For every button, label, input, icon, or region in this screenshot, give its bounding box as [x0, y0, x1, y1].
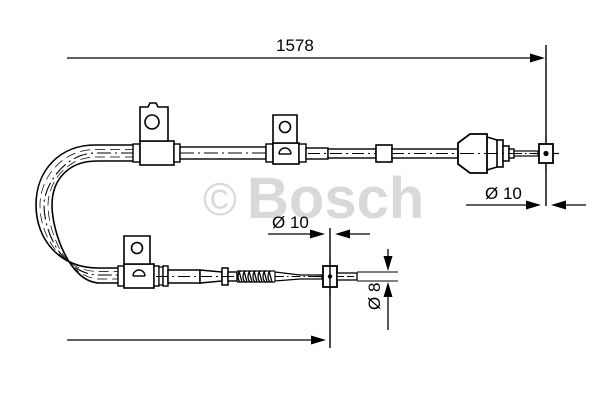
u-bend-centerline [43, 152, 135, 276]
overall-length-label: 1578 [276, 36, 314, 55]
arrowhead-bottom-right [311, 335, 326, 345]
spring-coils-back [237, 270, 272, 283]
u-bend-inner-line-b [47, 156, 135, 280]
bracket-2-saddle [278, 147, 292, 155]
upper-cable-assembly [35, 102, 559, 284]
cable-u-bend [35, 144, 135, 284]
overall-length-dimension [67, 53, 545, 63]
lower-end-diameter-10-label: Ø 10 [272, 213, 309, 232]
mounting-bracket-lower [123, 235, 151, 265]
arrowhead-upper-d10-left [551, 200, 566, 210]
upper-conduit-mid [305, 144, 459, 163]
mounting-bracket-upper-left [139, 102, 169, 142]
ferrule-upper-left-b [173, 143, 181, 163]
bracket-2-hole [278, 120, 292, 134]
lower-end-diameter-10-dimension [268, 229, 370, 239]
arrowhead-right-1578 [530, 53, 545, 63]
rubber-boot [457, 133, 515, 174]
u-bend-outer-bottom [51, 160, 135, 284]
ferrule-upper-left-a [132, 143, 141, 163]
ferrule-upper-left-body [139, 140, 175, 166]
lower-inner-wire [274, 271, 323, 282]
mounting-bracket-upper-right [265, 114, 307, 165]
lower-coupler [153, 265, 238, 287]
lower-end-diameter-8-dimension [357, 249, 398, 330]
bracket-3-hole [130, 241, 144, 255]
arrowhead-lower-d10-left [335, 229, 350, 239]
brand-watermark: Bosch [247, 166, 424, 231]
ferrule-lower-left-a [117, 265, 125, 287]
arrowhead-d8-up [383, 282, 393, 297]
lower-conduit [117, 263, 155, 289]
upper-end-diameter-dimension [466, 200, 586, 210]
bracket-1-hole [144, 114, 160, 130]
bosch-watermark: © Bosch [203, 166, 424, 231]
upper-end-diameter-label: Ø 10 [485, 184, 522, 203]
cable-retaining-clip [375, 144, 393, 163]
u-bend-outer-top [35, 144, 135, 269]
clevis-upper-pin [543, 150, 549, 157]
lower-end-diameter-8-label: Ø 8 [365, 283, 384, 310]
boot-shoulder-bottom [486, 166, 498, 171]
arrowhead-d8-down [383, 256, 393, 271]
arrowhead-lower-d10-right [310, 229, 325, 239]
spring-coils [238, 270, 273, 283]
boot-shoulder-top [486, 136, 498, 141]
copyright-symbol-watermark: © [203, 173, 237, 225]
arrowhead-upper-d10-right [526, 200, 541, 210]
bottom-reference-dimension [67, 335, 326, 345]
ferrule-bracket2-a [265, 143, 274, 163]
u-bend-inner-line-a [39, 149, 135, 272]
return-spring [237, 270, 275, 283]
clevis-end-fitting-upper [533, 136, 559, 172]
ferrule-bracket2-b [298, 143, 307, 163]
bracket-3-saddle [132, 269, 146, 277]
